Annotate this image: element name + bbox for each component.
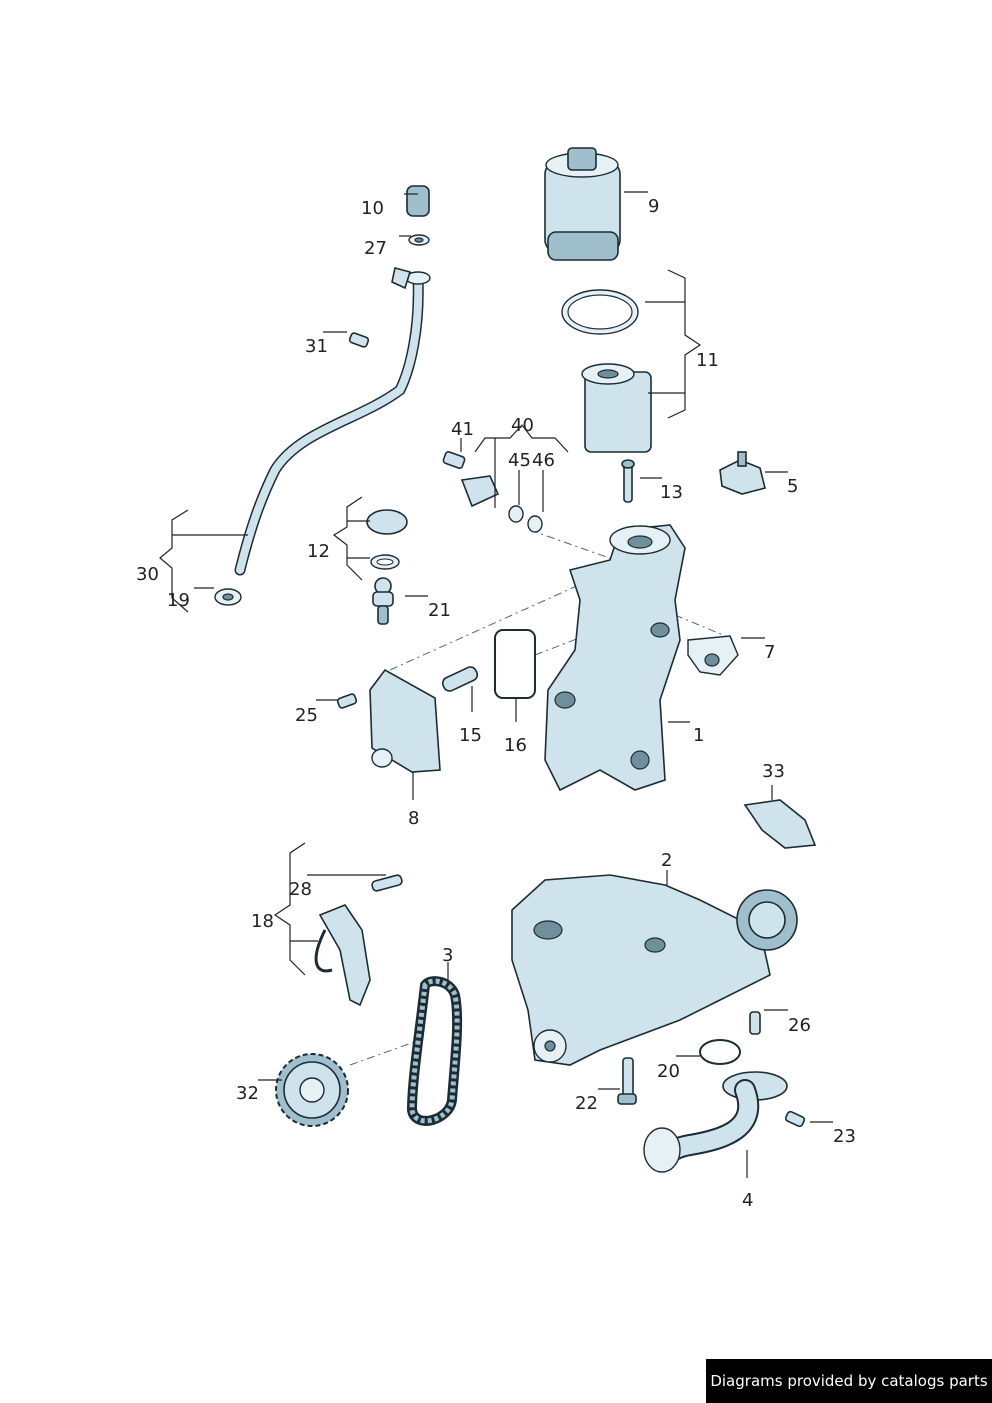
part-11-filter-element bbox=[561, 289, 652, 453]
part-15-sleeve bbox=[441, 666, 479, 692]
callout-15: 15 bbox=[459, 725, 482, 746]
part-33-bracket bbox=[743, 799, 817, 849]
callout-23: 23 bbox=[833, 1126, 856, 1147]
callout-22: 22 bbox=[575, 1093, 598, 1114]
callout-18: 18 bbox=[251, 911, 274, 932]
callout-25: 25 bbox=[295, 705, 318, 726]
part-20-oring bbox=[699, 1039, 741, 1065]
callout-27: 27 bbox=[364, 238, 387, 259]
callout-13: 13 bbox=[660, 482, 683, 503]
callout-19: 19 bbox=[167, 590, 190, 611]
part-5-clip bbox=[719, 451, 766, 495]
callout-21: 21 bbox=[428, 600, 451, 621]
callout-28: 28 bbox=[289, 879, 312, 900]
callout-41: 41 bbox=[451, 419, 474, 440]
part-40-union bbox=[442, 450, 543, 533]
callout-26: 26 bbox=[788, 1015, 811, 1036]
callout-45: 45 bbox=[508, 450, 531, 471]
callout-31: 31 bbox=[305, 336, 328, 357]
part-18-tensioner bbox=[314, 874, 403, 1007]
callout-10: 10 bbox=[361, 198, 384, 219]
callout-7: 7 bbox=[764, 642, 776, 663]
watermark-banner: Diagrams provided by catalogs parts bbox=[706, 1359, 992, 1403]
callout-1: 1 bbox=[693, 725, 705, 746]
callout-40: 40 bbox=[511, 415, 534, 436]
callout-20: 20 bbox=[657, 1061, 680, 1082]
part-3-drive-chain bbox=[406, 976, 463, 1126]
callout-4: 4 bbox=[742, 1190, 754, 1211]
callout-32: 32 bbox=[236, 1083, 259, 1104]
part-2-oil-pump bbox=[511, 874, 798, 1066]
part-7-gasket bbox=[687, 635, 739, 676]
part-9-filter-cap bbox=[544, 147, 621, 261]
part-13-valve bbox=[621, 459, 635, 503]
callout-8: 8 bbox=[408, 808, 420, 829]
callout-16: 16 bbox=[504, 735, 527, 756]
callout-5: 5 bbox=[787, 476, 799, 497]
part-4-suction-pipe bbox=[643, 1071, 788, 1173]
callout-11: 11 bbox=[696, 350, 719, 371]
part-10-dipstick-cap bbox=[406, 185, 430, 246]
part-1-filter-housing bbox=[544, 524, 686, 792]
callout-46: 46 bbox=[532, 450, 555, 471]
part-19-washer bbox=[214, 588, 242, 606]
part-30-guide-tube bbox=[234, 267, 431, 576]
part-31-bolt bbox=[348, 332, 370, 348]
part-16-gasket bbox=[494, 629, 536, 699]
part-12-sensor bbox=[366, 509, 408, 625]
callout-2: 2 bbox=[661, 850, 673, 871]
part-32-sprocket bbox=[275, 1053, 349, 1127]
callout-33: 33 bbox=[762, 761, 785, 782]
part-bolts bbox=[617, 1011, 806, 1128]
part-8-oil-cooler bbox=[369, 668, 441, 773]
leader-lines bbox=[159, 191, 833, 1178]
callout-3: 3 bbox=[442, 945, 454, 966]
part-25-bolt bbox=[336, 693, 358, 709]
callout-9: 9 bbox=[648, 196, 660, 217]
callout-12: 12 bbox=[307, 541, 330, 562]
callout-30: 30 bbox=[136, 564, 159, 585]
